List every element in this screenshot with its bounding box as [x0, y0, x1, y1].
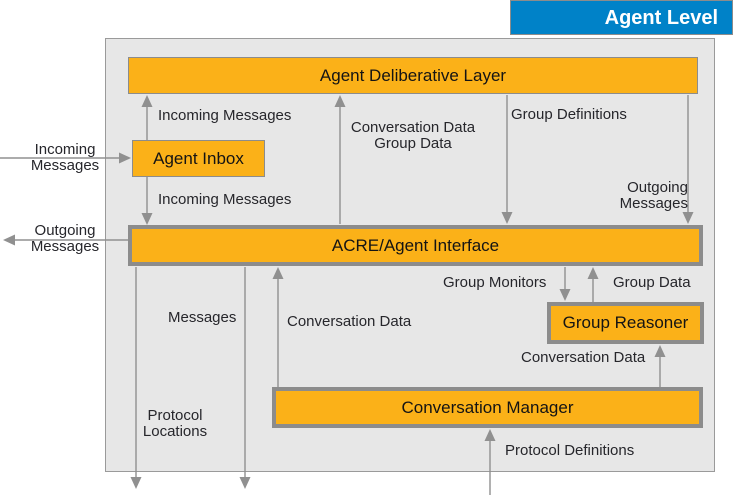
node-acre-agent-interface: ACRE/Agent Interface	[128, 225, 703, 266]
label-conversation-data-group-data: Conversation Data Group Data	[350, 119, 476, 152]
node-label: Agent Deliberative Layer	[319, 65, 507, 85]
label-group-definitions: Group Definitions	[511, 106, 627, 123]
node-agent-inbox: Agent Inbox	[132, 140, 265, 177]
edge-protocol-definitions-to-conversation-manager	[484, 429, 496, 495]
node-label: Conversation Manager	[401, 397, 574, 417]
label-messages: Messages	[168, 309, 237, 326]
edge-inbox-to-deliberative	[141, 95, 153, 141]
node-agent-deliberative-layer: Agent Deliberative Layer	[128, 57, 698, 94]
label-incoming-messages-to-acre: Incoming Messages	[158, 191, 292, 208]
edge-conversation-manager-to-acre-conversation-data	[272, 267, 284, 387]
label-outgoing-messages-internal: Outgoing Messages	[619, 179, 688, 212]
node-conversation-manager: Conversation Manager	[272, 387, 703, 428]
diagram-title-banner: Agent Level	[510, 0, 733, 35]
label-protocol-locations: Protocol Locations	[142, 407, 208, 440]
diagram-title: Agent Level	[604, 7, 718, 29]
edge-outgoing-messages-external	[3, 234, 128, 246]
label-outgoing-messages-external: Outgoing Messages	[30, 222, 100, 255]
edge-acre-down-messages	[130, 267, 142, 489]
edge-group-reasoner-to-acre-group-data	[587, 267, 599, 302]
edge-conversation-manager-to-group-reasoner	[654, 345, 666, 387]
edge-incoming-messages-external	[0, 152, 131, 164]
label-conversation-data-left: Conversation Data	[287, 313, 412, 330]
node-group-reasoner: Group Reasoner	[547, 302, 704, 344]
label-conversation-data-right: Conversation Data	[521, 349, 646, 366]
label-protocol-definitions: Protocol Definitions	[505, 442, 635, 459]
label-group-data: Group Data	[613, 274, 691, 291]
node-label: Group Reasoner	[562, 313, 689, 332]
edge-acre-to-deliberative-conversation-group-data	[334, 95, 346, 224]
node-label: Agent Inbox	[153, 148, 244, 168]
node-label: ACRE/Agent Interface	[331, 235, 500, 255]
edge-inbox-to-acre	[141, 177, 153, 225]
edge-acre-to-group-reasoner-group-monitors	[559, 267, 571, 301]
label-incoming-messages-external: Incoming Messages	[30, 141, 100, 174]
label-group-monitors: Group Monitors	[443, 274, 547, 291]
label-incoming-messages-to-deliberative: Incoming Messages	[158, 107, 292, 124]
edge-deliberative-to-acre-outgoing-messages	[682, 95, 694, 224]
edge-acre-down-protocol-locations	[239, 267, 251, 489]
edge-deliberative-to-acre-group-definitions	[501, 95, 513, 224]
